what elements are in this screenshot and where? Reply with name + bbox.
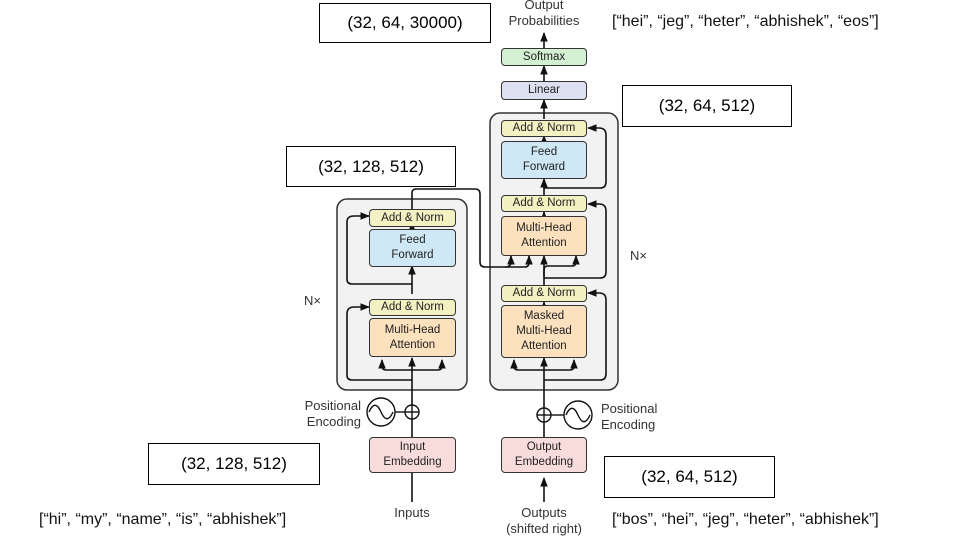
inputs-label: Inputs: [394, 505, 430, 520]
softmax-block: Softmax: [501, 48, 587, 66]
decoder-positional-adder: [536, 407, 552, 423]
outputs-label: Outputs (shifted right): [506, 505, 582, 536]
target-tokens: [“bos”, “hei”, “jeg”, “heter”, “abhishek…: [612, 511, 879, 528]
decoder-add-norm-mid: Add & Norm: [501, 195, 587, 212]
decoder-masked-multi-head-attention: Masked Multi-Head Attention: [501, 305, 587, 358]
decoder-positional-wave-icon: [551, 400, 593, 430]
output-embedding-shape-box: (32, 64, 512): [604, 456, 775, 498]
input-embedding-block: Input Embedding: [369, 437, 456, 473]
decoder-feed-forward: Feed Forward: [501, 141, 587, 179]
encoder-output-shape-box: (32, 128, 512): [286, 146, 456, 187]
decoder-output-shape-box: (32, 64, 512): [622, 85, 792, 127]
input-tokens: [“hi”, “my”, “name”, “is”, “abhishek”]: [39, 511, 287, 528]
linear-block: Linear: [501, 81, 587, 100]
output-shape-box: (32, 64, 30000): [319, 3, 491, 43]
encoder-multi-head-attention: Multi-Head Attention: [369, 318, 456, 357]
decoder-multi-head-attention: Multi-Head Attention: [501, 216, 587, 256]
decoder-nx-label: N×: [630, 248, 647, 263]
encoder-stack: [336, 198, 468, 391]
output-tokens: [“hei”, “jeg”, “heter”, “abhishek”, “eos…: [612, 13, 879, 30]
input-embedding-shape-box: (32, 128, 512): [148, 443, 320, 485]
positional-encoding-label-right: Positional Encoding: [601, 401, 658, 432]
encoder-positional-wave-icon: [366, 397, 405, 427]
positional-encoding-label-left: Positional Encoding: [304, 398, 361, 429]
encoder-feed-forward: Feed Forward: [369, 229, 456, 267]
encoder-add-norm-top: Add & Norm: [369, 209, 456, 227]
decoder-add-norm-top: Add & Norm: [501, 120, 587, 137]
encoder-nx-label: N×: [304, 293, 321, 308]
output-probabilities-label: Output Probabilities: [508, 0, 580, 28]
output-embedding-block: Output Embedding: [501, 437, 587, 473]
encoder-add-norm-bottom: Add & Norm: [369, 299, 456, 316]
encoder-positional-adder: [404, 404, 420, 420]
decoder-add-norm-bottom: Add & Norm: [501, 285, 587, 302]
